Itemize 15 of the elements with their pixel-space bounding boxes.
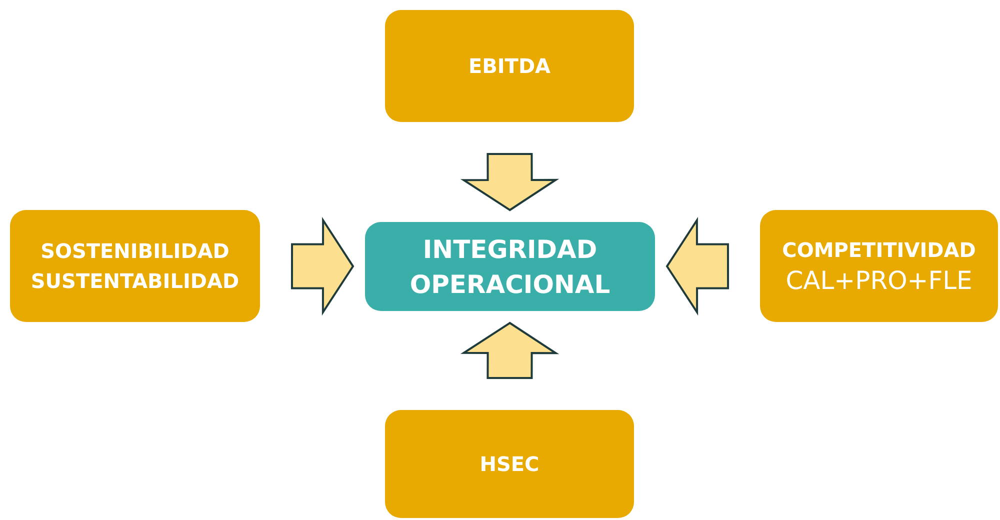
block-arrow: [460, 322, 560, 380]
box-label: SOSTENIBILIDAD SUSTENTABILIDAD: [30, 238, 240, 295]
process-box: [10, 210, 260, 322]
block-arrow: [460, 152, 560, 212]
box-label: COMPETITIVIDAD: [782, 236, 976, 264]
box-label: HSEC: [480, 451, 540, 478]
process-box: [760, 210, 998, 322]
block-arrow: [666, 216, 730, 316]
box-label: EBITDA: [468, 53, 551, 80]
box-label: INTEGRIDAD OPERACIONAL: [408, 234, 612, 300]
process-box: [385, 410, 634, 518]
process-box: [385, 10, 634, 122]
block-arrow: [290, 216, 354, 316]
central-box: [365, 222, 655, 311]
box-label: CAL+PRO+FLE: [786, 264, 972, 297]
